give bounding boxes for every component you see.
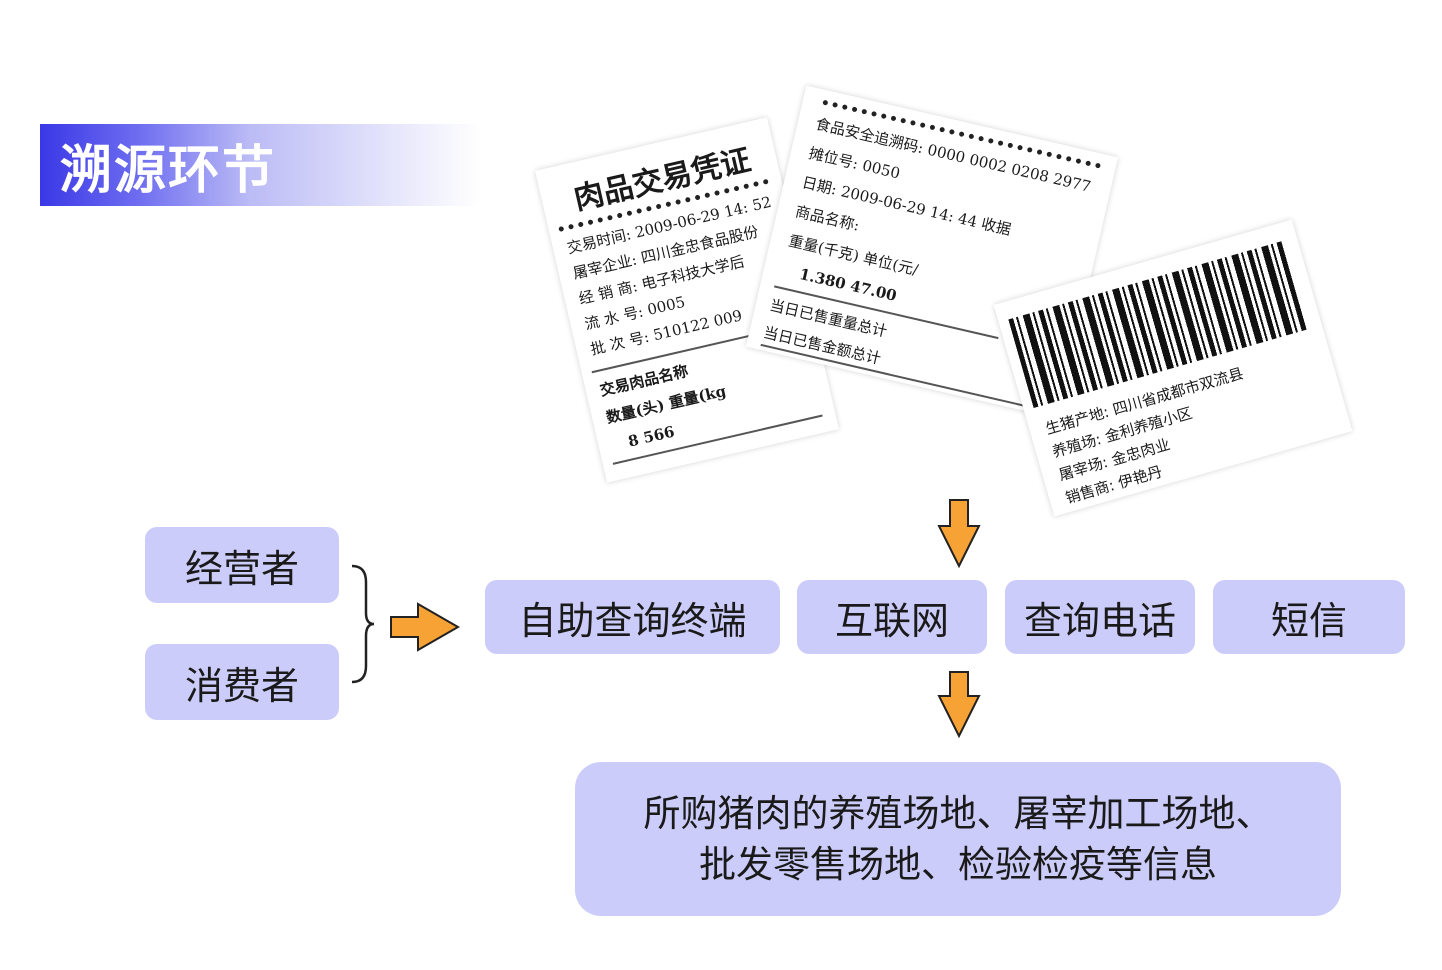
channel-sms: 短信: [1213, 580, 1405, 654]
channel-label: 查询电话: [1023, 598, 1176, 643]
result-info-box: 所购猪肉的养殖场地、屠宰加工场地、 批发零售场地、检验检疫等信息: [575, 762, 1341, 916]
down-arrow-icon: [937, 671, 981, 739]
channel-label: 短信: [1270, 598, 1347, 643]
result-line-1: 所购猪肉的养殖场地、屠宰加工场地、: [643, 791, 1273, 835]
channel-label: 自助查询终端: [518, 598, 747, 643]
channel-label: 互联网: [834, 598, 949, 643]
bracket: [351, 564, 375, 684]
channel-internet: 互联网: [797, 580, 987, 654]
actor-operator-box: 经营者: [145, 527, 339, 603]
result-line-2: 批发零售场地、检验检疫等信息: [699, 843, 1217, 886]
section-title-bar: 溯源环节: [40, 124, 480, 206]
actor-consumer-box: 消费者: [145, 644, 339, 720]
section-title: 溯源环节: [60, 140, 277, 201]
channel-self-service-terminal: 自助查询终端: [485, 580, 780, 654]
down-arrow-icon: [937, 499, 981, 569]
actor-consumer-label: 消费者: [184, 663, 299, 708]
channel-phone-query: 查询电话: [1005, 580, 1195, 654]
actor-operator-label: 经营者: [184, 546, 299, 591]
right-arrow-icon: [390, 602, 461, 652]
